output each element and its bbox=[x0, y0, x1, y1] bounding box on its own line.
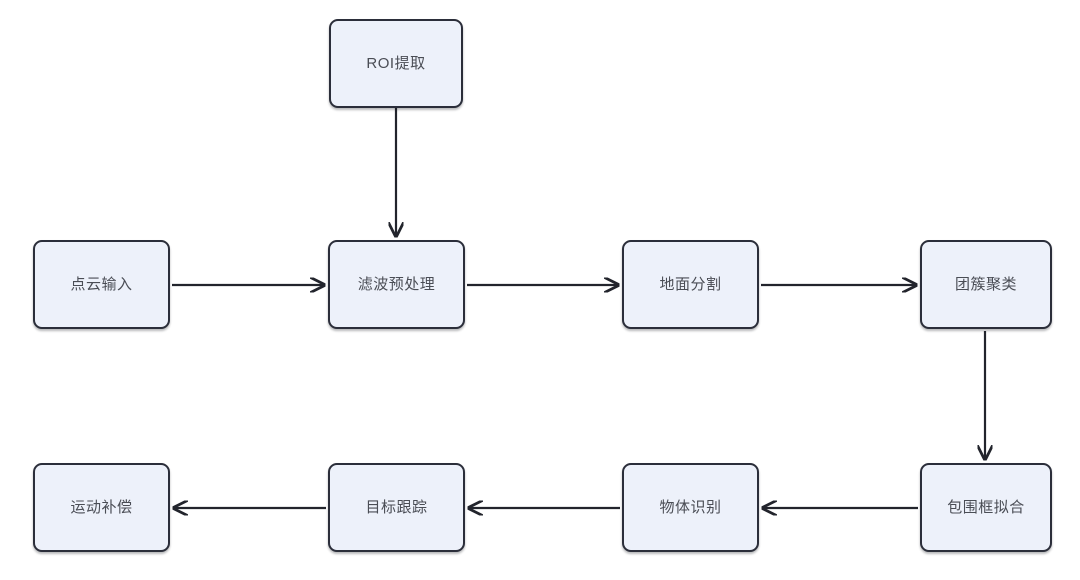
node-motion-compensation-label: 运动补偿 bbox=[70, 498, 133, 516]
node-object-recognition[interactable]: 物体识别 bbox=[622, 463, 759, 552]
node-cluster[interactable]: 团簇聚类 bbox=[920, 240, 1052, 329]
node-cluster-label: 团簇聚类 bbox=[954, 275, 1017, 293]
node-point-cloud-input-label: 点云输入 bbox=[70, 275, 133, 293]
node-target-tracking-label: 目标跟踪 bbox=[365, 498, 428, 516]
node-ground-segmentation[interactable]: 地面分割 bbox=[622, 240, 759, 329]
node-object-recognition-label: 物体识别 bbox=[659, 498, 722, 516]
node-filter-preprocess[interactable]: 滤波预处理 bbox=[328, 240, 465, 329]
node-roi-label: ROI提取 bbox=[366, 54, 426, 72]
node-target-tracking[interactable]: 目标跟踪 bbox=[328, 463, 465, 552]
node-point-cloud-input[interactable]: 点云输入 bbox=[33, 240, 170, 329]
node-ground-segmentation-label: 地面分割 bbox=[659, 275, 722, 293]
node-motion-compensation[interactable]: 运动补偿 bbox=[33, 463, 170, 552]
node-filter-preprocess-label: 滤波预处理 bbox=[357, 275, 436, 293]
node-bounding-box-fit-label: 包围框拟合 bbox=[947, 498, 1025, 516]
node-bounding-box-fit[interactable]: 包围框拟合 bbox=[920, 463, 1052, 552]
node-roi[interactable]: ROI提取 bbox=[329, 19, 463, 108]
